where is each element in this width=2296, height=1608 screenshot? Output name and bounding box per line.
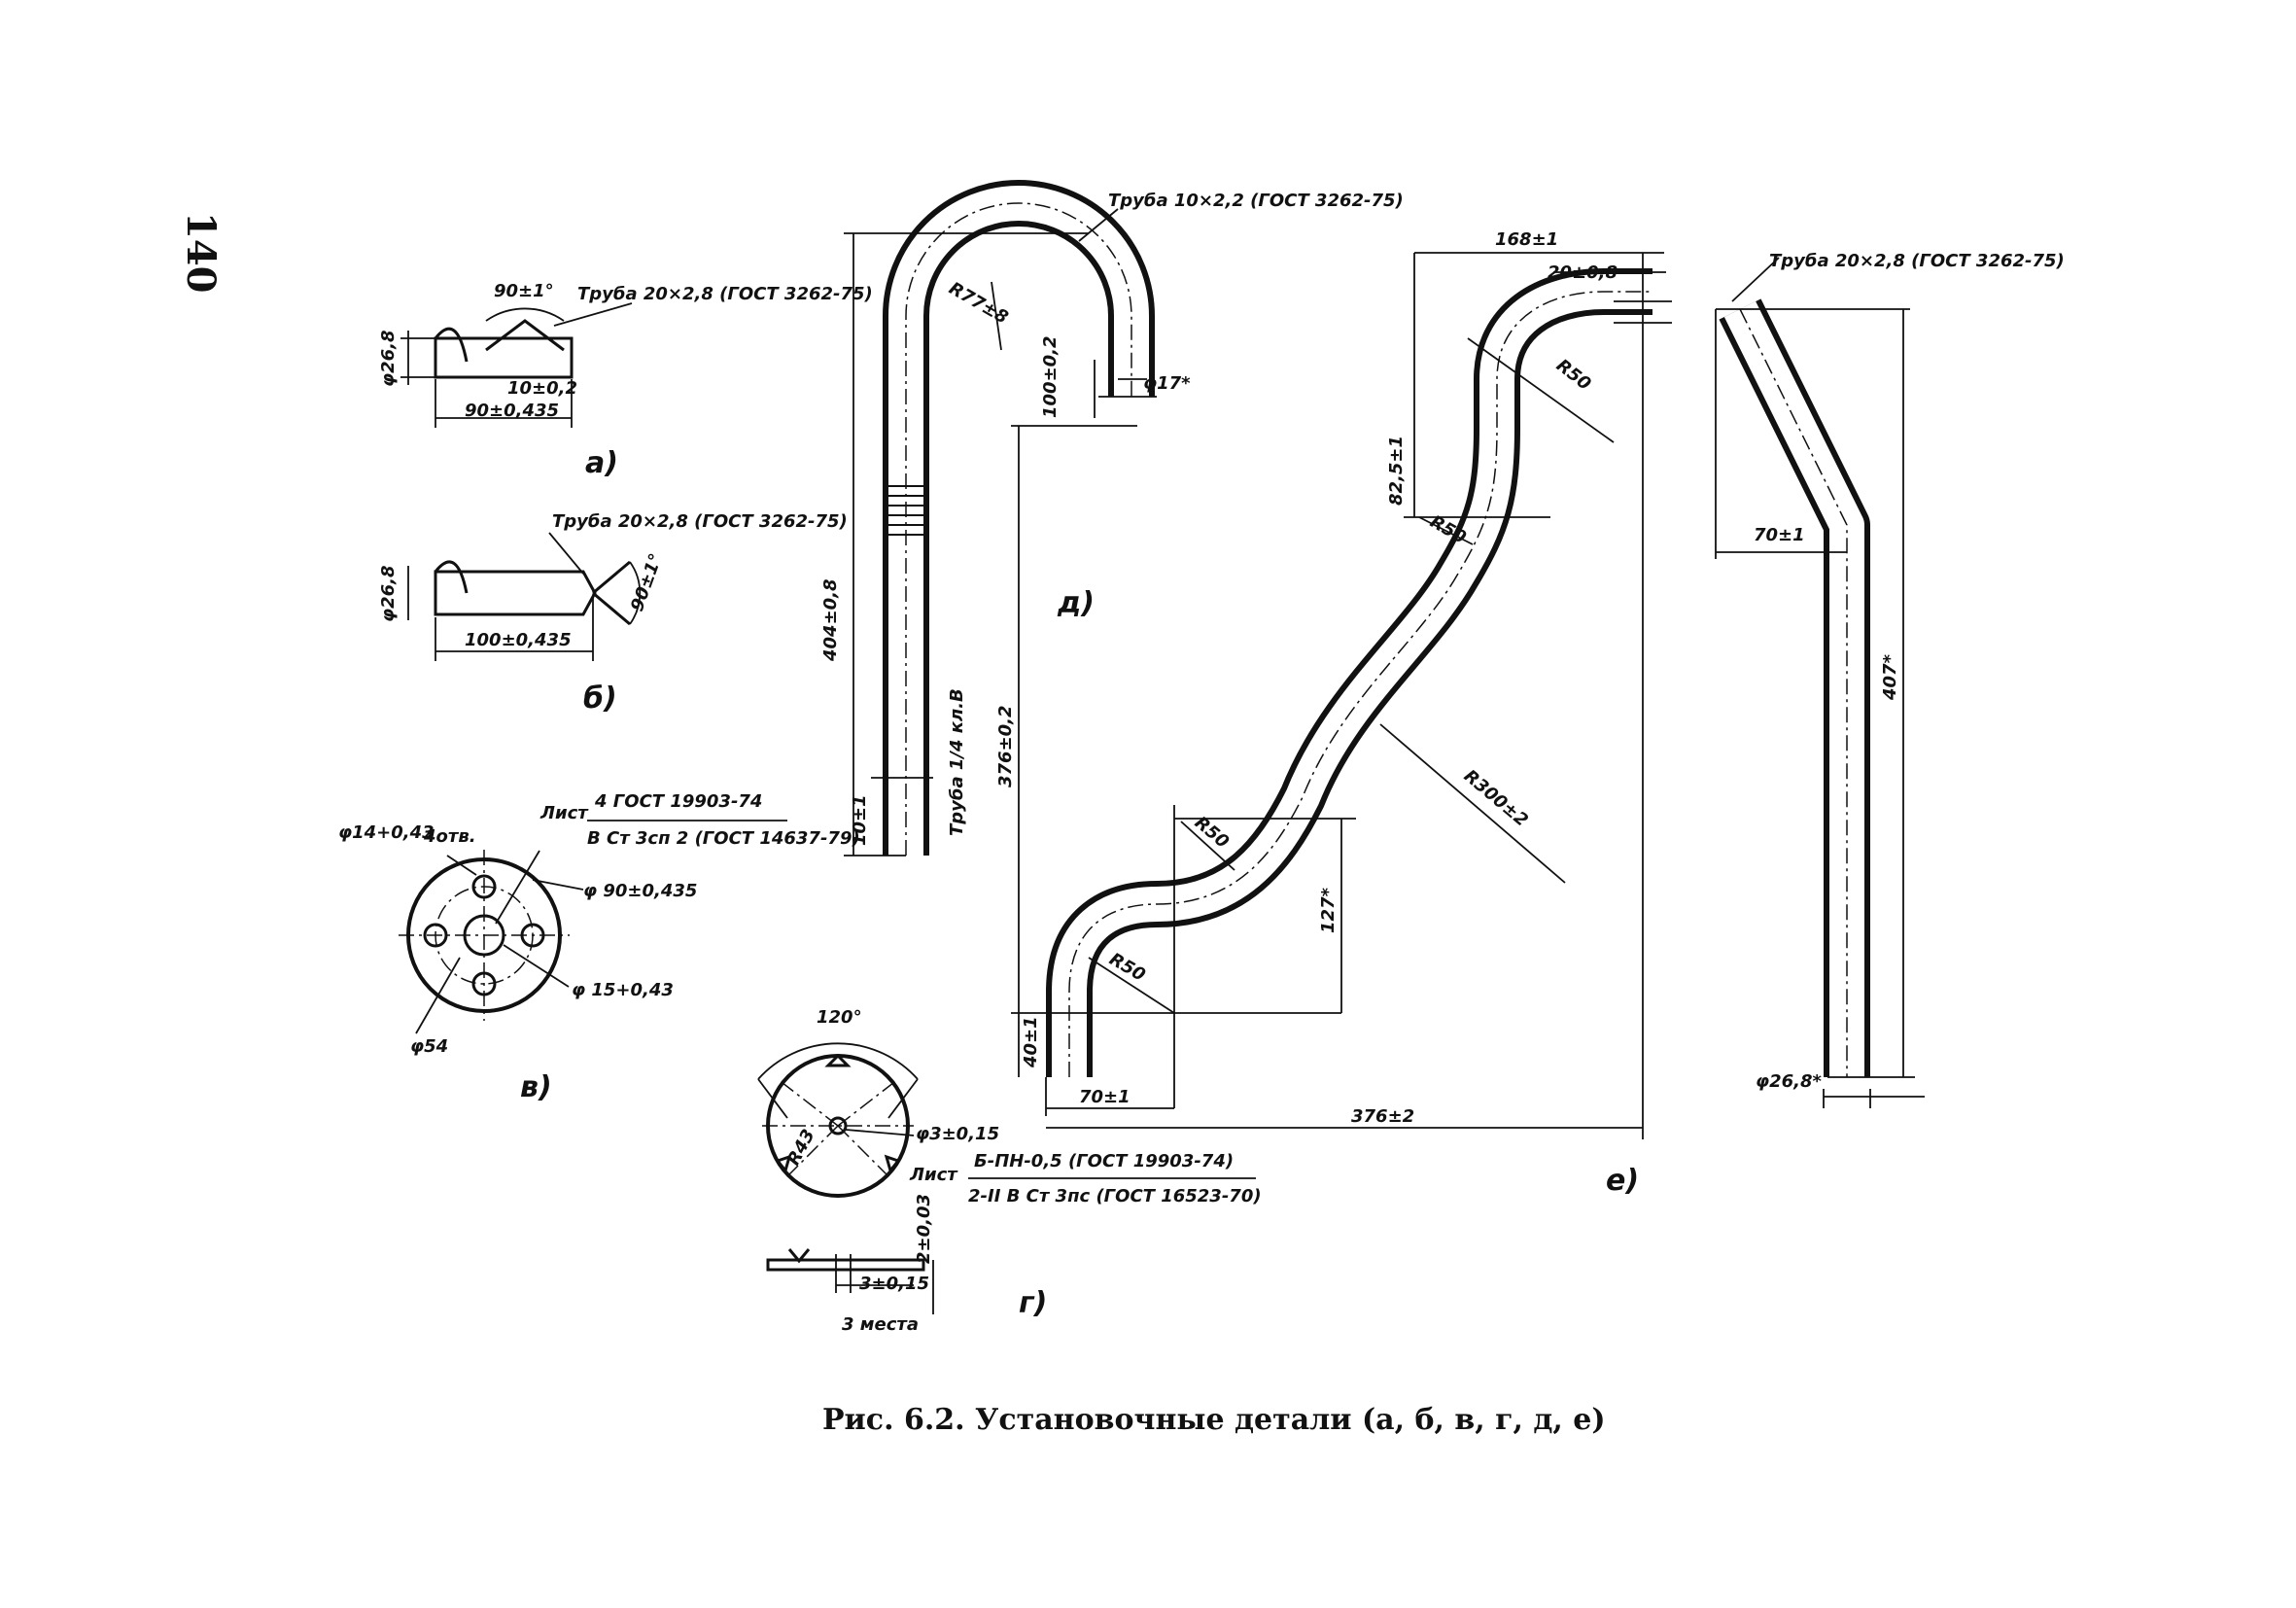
detail-a-diameter: φ26,8 — [378, 331, 399, 388]
detail-a-angle-arc — [485, 307, 565, 322]
detail-b-length: 100±0,435 — [465, 630, 572, 650]
detail-e-r-bottom: R50 — [1106, 949, 1149, 986]
page-number: 140 — [178, 212, 224, 294]
detail-b-angle-arc — [629, 561, 642, 625]
detail-d-end-dia: φ17* — [1143, 373, 1191, 394]
detail-e-upper-height: 82,5±1 — [1386, 436, 1407, 506]
detail-a-pipe-body — [434, 336, 574, 379]
detail-d: Труба 10×2,2 (ГОСТ 3262-75) R77±8 φ17* 1… — [820, 180, 1404, 856]
detail-b-cut — [592, 560, 631, 626]
detail-b-diameter: φ26,8 — [378, 566, 399, 623]
detail-g-sheet-label: Лист — [909, 1165, 958, 1185]
detail-v-outer-diameter: φ 90±0,435 — [583, 881, 697, 901]
detail-v-holes: φ14+0,43 — [338, 822, 435, 843]
detail-g-spec-bottom: 2-II В Ст 3пс (ГОСТ 16523-70) — [968, 1186, 1262, 1206]
detail-a-pipe-label: Труба 20×2,8 (ГОСТ 3262-75) — [577, 284, 873, 304]
detail-e-subfigure: е) — [1606, 1164, 1639, 1198]
detail-d-length: 404±0,8 — [820, 578, 841, 662]
figure-caption: Рис. 6.2. Установочные детали (а, б, в, … — [822, 1403, 1606, 1437]
detail-e-big-radius: R300±2 — [1460, 766, 1532, 831]
detail-b: φ26,8 Труба 20×2,8 (ГОСТ 3262-75) 90±1° … — [378, 511, 848, 716]
detail-g-radius: R43 — [783, 1126, 819, 1169]
detail-g-places: 3 места — [842, 1314, 919, 1335]
detail-a-angle: 90±1° — [494, 281, 554, 301]
detail-g-slots — [775, 1053, 901, 1174]
detail-b-weld — [434, 560, 469, 594]
detail-e-side-dia: φ26,8* — [1756, 1071, 1822, 1092]
detail-a-subfigure: а) — [585, 446, 618, 480]
detail-v-bolt-circle-dim: φ54 — [410, 1036, 448, 1057]
detail-d-thread-hatch — [885, 485, 927, 536]
detail-e-side-length: 407* — [1880, 653, 1900, 701]
detail-a: φ26,8 90±1° Труба 20×2,8 (ГОСТ 3262-75) … — [378, 281, 873, 480]
detail-v-bolt-hole — [471, 874, 497, 899]
detail-g-angle-arc — [757, 1042, 919, 1080]
detail-e: 168±1 20±0,8 R50 82,5±1 R50 R300±2 376±0… — [995, 229, 1672, 1198]
detail-e-lower-height: 127* — [1318, 887, 1339, 933]
detail-b-pipe-label: Труба 20×2,8 (ГОСТ 3262-75) — [552, 511, 848, 532]
detail-v-sheet-label: Лист — [539, 803, 589, 823]
detail-e-side-view: Труба 20×2,8 (ГОСТ 3262-75) 70±1 407* φ2… — [1715, 251, 2065, 1108]
detail-g-slot: 3±0,15 — [859, 1274, 929, 1294]
detail-b-pipe-body — [434, 570, 597, 616]
detail-v-spec-bottom: В Ст 3сп 2 (ГОСТ 14637-79) — [587, 828, 860, 849]
detail-a-offset: 10±0,2 — [507, 378, 577, 399]
detail-b-subfigure: б) — [583, 682, 617, 716]
detail-g-subfigure: г) — [1019, 1286, 1047, 1320]
detail-e-total-height: 376±0,2 — [995, 705, 1016, 787]
detail-d-thread-len: 10±1 — [850, 794, 870, 846]
detail-b-angle: 90±1° — [627, 551, 667, 614]
detail-g-angle: 120° — [817, 1007, 862, 1028]
detail-v: φ14+0,43 4отв. Лист 4 ГОСТ 19903-74 В Ст… — [338, 791, 860, 1104]
detail-g-hole: φ3±0,15 — [916, 1124, 999, 1144]
detail-g-section — [766, 1258, 925, 1272]
detail-e-side-pipe-label: Труба 20×2,8 (ГОСТ 3262-75) — [1769, 251, 2065, 271]
detail-e-side-offset: 70±1 — [1754, 525, 1805, 545]
detail-g: 120° R43 φ3±0,15 Лист Б-ПН-0,5 (ГОСТ 199… — [757, 1007, 1262, 1335]
detail-v-subfigure: в) — [520, 1070, 552, 1104]
detail-d-pipe-label: Труба 10×2,2 (ГОСТ 3262-75) — [1108, 191, 1404, 211]
detail-e-total-width: 376±2 — [1351, 1106, 1414, 1127]
detail-v-holes-count: 4отв. — [423, 826, 476, 847]
detail-e-top-width: 168±1 — [1495, 229, 1558, 250]
detail-a-cut-v — [485, 319, 565, 352]
detail-e-r-top: R50 — [1552, 355, 1595, 395]
detail-v-bolt-hole — [423, 923, 448, 948]
detail-g-thickness: 2±0,03 — [914, 1194, 934, 1264]
detail-g-weld-mark — [787, 1248, 811, 1264]
detail-e-top-offset: 20±0,8 — [1548, 262, 1618, 283]
detail-d-bend-radius: R77±8 — [946, 278, 1012, 328]
detail-v-center-hole-dim: φ 15+0,43 — [572, 980, 674, 1000]
detail-e-bottom-leg: 40±1 — [1021, 1016, 1041, 1068]
detail-d-short-leg: 100±0,2 — [1040, 335, 1061, 418]
detail-d-subfigure: д) — [1057, 586, 1095, 620]
detail-a-length: 90±0,435 — [465, 401, 559, 421]
detail-g-spec-top: Б-ПН-0,5 (ГОСТ 19903-74) — [974, 1151, 1234, 1171]
detail-a-weld — [434, 327, 469, 363]
detail-d-thread: Труба 1/4 кл.В — [947, 688, 967, 836]
detail-e-bottom-offset: 70±1 — [1079, 1087, 1131, 1107]
detail-v-spec-top: 4 ГОСТ 19903-74 — [594, 791, 762, 812]
